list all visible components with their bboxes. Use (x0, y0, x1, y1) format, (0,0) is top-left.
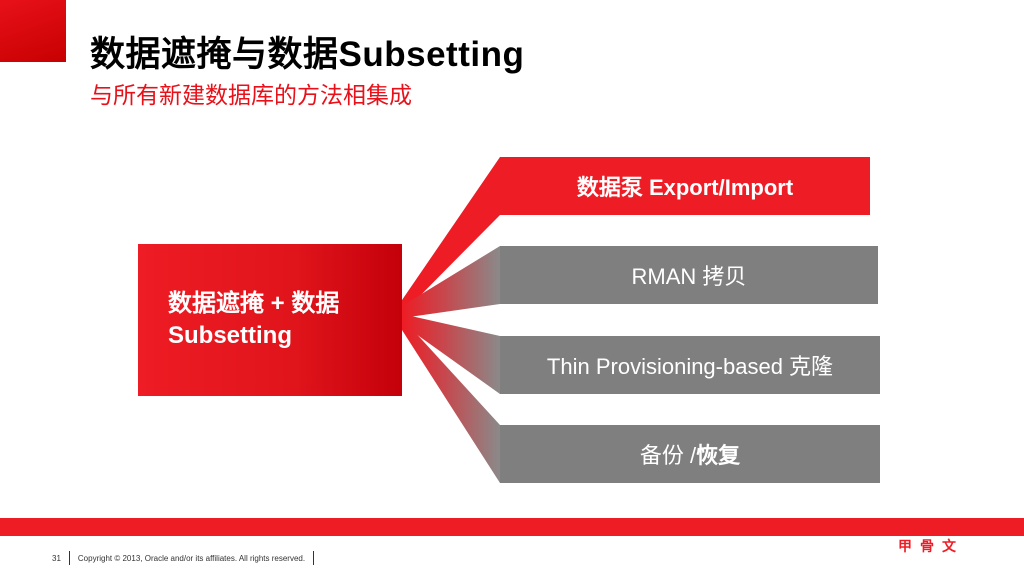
option-datapump-export-import: 数据泵 Export/Import (500, 157, 870, 215)
footer-divider (313, 551, 315, 565)
oracle-logo-cn-text: 甲骨文 (898, 538, 964, 554)
main-box-line-1: 数据遮掩 + 数据 (168, 290, 340, 317)
main-box-data-masking-subsetting: 数据遮掩 + 数据 Subsetting (138, 244, 402, 396)
option-thin-provisioning-clone: Thin Provisioning-based 克隆 (500, 336, 880, 394)
connector-1 (402, 157, 500, 314)
copyright-text: Copyright © 2013, Oracle and/or its affi… (77, 553, 306, 563)
connector-2 (402, 246, 500, 318)
option-label: Thin Provisioning-based 克隆 (546, 354, 834, 379)
option-label-plain: 备份 / (639, 443, 697, 468)
footer-divider (68, 551, 70, 565)
option-label: 数据泵 Export/Import (576, 175, 794, 200)
option-rman-copy: RMAN 拷贝 (500, 246, 878, 304)
footer: 31 Copyright © 2013, Oracle and/or its a… (52, 551, 322, 565)
option-label-bold: 恢复 (696, 443, 741, 468)
oracle-logo-text: ORACLE (898, 520, 964, 536)
connector-3 (402, 314, 500, 394)
oracle-logo: ORACLE 甲骨文 (898, 521, 978, 557)
slide-title: 数据遮掩与数据Subsetting (90, 35, 525, 74)
slide-subtitle: 与所有新建数据库的方法相集成 (90, 82, 412, 108)
footer-bar (0, 518, 1024, 536)
connector-4 (402, 318, 500, 483)
corner-accent (0, 0, 66, 62)
main-box-line-2: Subsetting (168, 322, 292, 349)
page-number: 31 (52, 553, 61, 563)
option-backup-restore: 备份 / 恢复 (500, 425, 880, 483)
option-label: RMAN 拷贝 (631, 264, 747, 289)
